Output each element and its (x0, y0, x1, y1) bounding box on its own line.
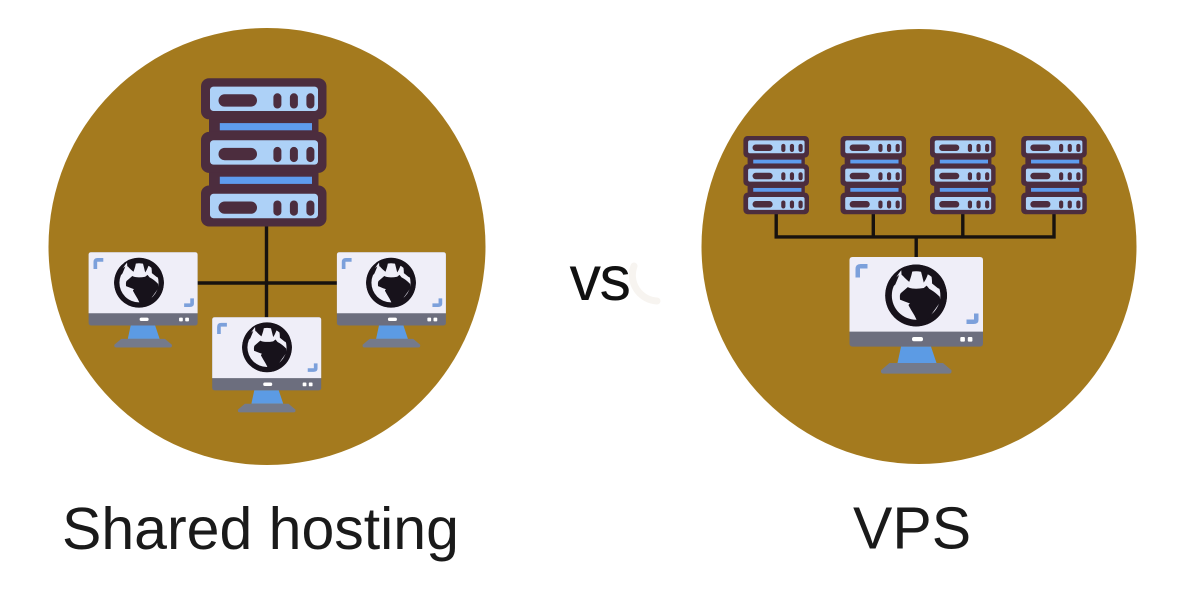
svg-text:VPS: VPS (853, 495, 971, 561)
svg-text:Shared hosting: Shared hosting (62, 496, 459, 562)
svg-text:vs: vs (570, 244, 630, 314)
